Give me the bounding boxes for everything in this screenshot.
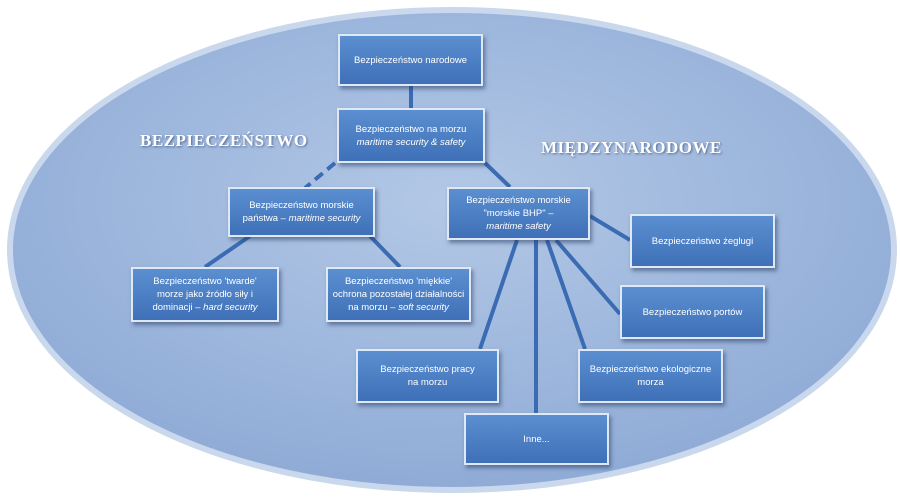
connector-panstwa-twarde (203, 234, 252, 269)
node-twarde-line3-prefix: dominacji – (152, 302, 204, 313)
connector-namorzu-panstwa (303, 161, 337, 190)
node-inne-line1: Inne... (523, 433, 550, 445)
node-twarde-line3: dominacji – hard security (152, 301, 257, 314)
node-panstwa-line2: państwa – maritime security (243, 212, 361, 225)
connector-bhp-portow (554, 238, 622, 316)
node-bezpieczenstwo-ekologiczne: Bezpieczeństwo ekologiczne morza (578, 349, 723, 403)
node-bezpieczenstwo-miekkie: Bezpieczeństwo 'miękkie' ochrona pozosta… (326, 267, 471, 322)
connector-bhp-ekologiczne (545, 239, 587, 350)
node-miekkie-line3: na morzu – soft security (348, 301, 449, 314)
node-bhp-line3: maritime safety (486, 221, 551, 232)
node-namorzu-line1: Bezpieczeństwo na morzu (355, 123, 467, 135)
node-miekkie-line1: Bezpieczeństwo 'miękkie' (344, 276, 453, 287)
connector-bhp-pracy (478, 239, 519, 350)
connector-panstwa-miekkie (368, 234, 402, 269)
node-panstwa-line2-italic: maritime security (288, 213, 361, 224)
node-bezpieczenstwo-morskie-bhp: Bezpieczeństwo morskie "morskie BHP" – m… (447, 187, 590, 240)
node-zeglugi-line1: Bezpieczeństwo żeglugi (651, 235, 754, 247)
node-twarde-line3-italic: hard security (203, 302, 258, 313)
node-twarde-line2: morze jako źródło siły i (156, 289, 254, 300)
node-panstwa-line1: Bezpieczeństwo morskie (249, 200, 354, 211)
node-ekologiczne-line2: morza (637, 377, 664, 388)
node-miekkie-line3-italic: soft security (398, 302, 449, 313)
node-bhp-line1: Bezpieczeństwo morskie (466, 195, 571, 206)
node-pracy-line2: na morzu (407, 377, 448, 388)
node-bezpieczenstwo-portow: Bezpieczeństwo portów (620, 285, 765, 339)
label-bezpieczenstwo: BEZPIECZEŃSTWO (140, 131, 308, 150)
node-twarde-line1: Bezpieczeństwo 'twarde' (153, 276, 257, 287)
node-bezpieczenstwo-narodowe: Bezpieczeństwo narodowe (338, 34, 483, 86)
connector-bhp-zeglugi (588, 214, 632, 242)
node-bhp-line2: "morskie BHP" – (483, 208, 554, 219)
node-pracy-line1: Bezpieczeństwo pracy (380, 364, 475, 375)
node-bezpieczenstwo-twarde: Bezpieczeństwo 'twarde' morze jako źródł… (131, 267, 279, 322)
connectors (203, 86, 632, 413)
node-narodowe-line1: Bezpieczeństwo narodowe (353, 54, 467, 66)
node-namorzu-line2: maritime security & safety (356, 136, 466, 148)
node-panstwa-line2-prefix: państwa – (242, 213, 289, 224)
node-ekologiczne-line1: Bezpieczeństwo ekologiczne (589, 364, 712, 375)
node-bezpieczenstwo-zeglugi: Bezpieczeństwo żeglugi (630, 214, 775, 268)
node-bezpieczenstwo-pracy: Bezpieczeństwo pracy na morzu (356, 349, 499, 403)
node-miekkie-line2: ochrona pozostałej działalności (332, 289, 465, 300)
node-inne: Inne... (464, 413, 609, 465)
connector-namorzu-bhp (483, 161, 512, 189)
node-bezpieczenstwo-morskie-panstwa: Bezpieczeństwo morskie państwa – maritim… (228, 187, 375, 237)
node-miekkie-line3-prefix: na morzu – (348, 302, 399, 313)
node-portow-line1: Bezpieczeństwo portów (642, 306, 743, 318)
label-miedzynarodowe: MIĘDZYNARODOWE (541, 138, 722, 157)
node-bezpieczenstwo-na-morzu: Bezpieczeństwo na morzu maritime securit… (337, 108, 485, 163)
